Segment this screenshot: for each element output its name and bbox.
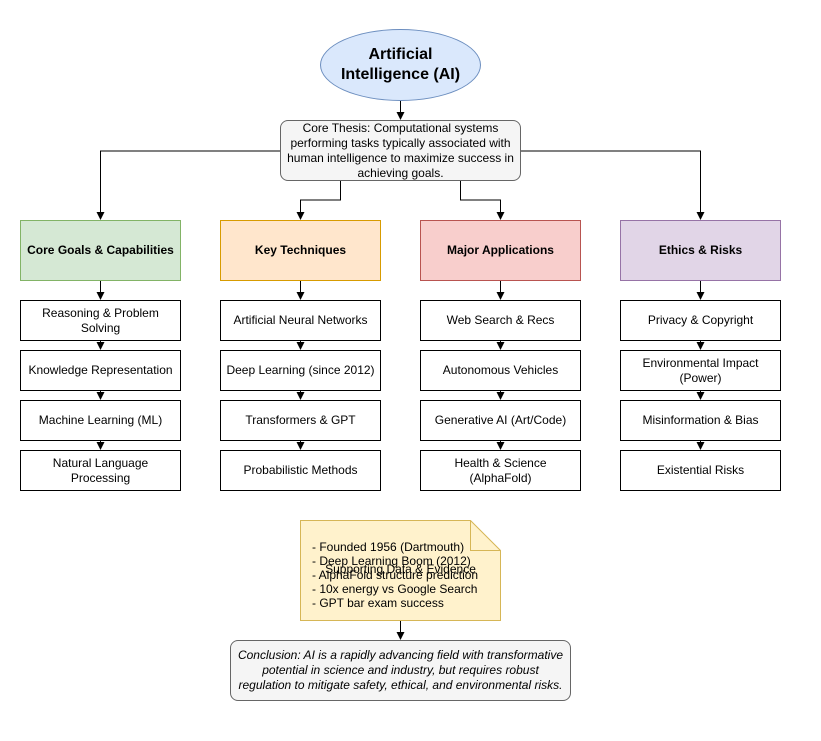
column-header-key-techniques: Key Techniques [220, 220, 381, 281]
applications-item-autonomous-vehicles: Autonomous Vehicles [420, 350, 581, 391]
evidence-line: - AlphaFold structure prediction [312, 568, 479, 582]
connector-thesis-goals [96, 150, 280, 220]
column-header-core-goals: Core Goals & Capabilities [20, 220, 181, 281]
goals-item-knowledge-representation: Knowledge Representation [20, 350, 181, 391]
evidence-line: - GPT bar exam success [312, 596, 444, 610]
ethics-item-misinformation: Misinformation & Bias [620, 400, 781, 441]
column-header-major-applications: Major Applications [420, 220, 581, 281]
root-node-ai: Artificial Intelligence (AI) [320, 29, 481, 101]
ethics-item-environmental-impact: Environmental Impact (Power) [620, 350, 781, 391]
column-header-ethics-risks: Ethics & Risks [620, 220, 781, 281]
goals-item-reasoning: Reasoning & Problem Solving [20, 300, 181, 341]
note-shape [300, 520, 501, 621]
evidence-note-title: Supporting Data & Evidence [325, 562, 476, 576]
techniques-item-transformers: Transformers & GPT [220, 400, 381, 441]
connector-thesis-techniques [296, 181, 341, 220]
techniques-item-probabilistic: Probabilistic Methods [220, 450, 381, 491]
ethics-item-privacy: Privacy & Copyright [620, 300, 781, 341]
techniques-item-deep-learning: Deep Learning (since 2012) [220, 350, 381, 391]
applications-item-generative-ai: Generative AI (Art/Code) [420, 400, 581, 441]
evidence-note-lines: - Founded 1956 (Dartmouth) - Deep Learni… [312, 540, 478, 610]
evidence-line: - Founded 1956 (Dartmouth) [312, 540, 465, 554]
connector-thesis-ethics [521, 150, 705, 220]
ethics-item-existential-risks: Existential Risks [620, 450, 781, 491]
applications-item-health-science: Health & Science (AlphaFold) [420, 450, 581, 491]
applications-item-web-search: Web Search & Recs [420, 300, 581, 341]
goals-item-nlp: Natural Language Processing [20, 450, 181, 491]
evidence-note: Supporting Data & Evidence - Founded 195… [300, 520, 501, 621]
connector-thesis-applications [460, 181, 505, 220]
evidence-line: - 10x energy vs Google Search [312, 582, 478, 596]
conclusion-node: Conclusion: AI is a rapidly advancing fi… [230, 640, 571, 701]
evidence-line: - Deep Learning Boom (2012) [312, 554, 471, 568]
goals-item-machine-learning: Machine Learning (ML) [20, 400, 181, 441]
techniques-item-neural-networks: Artificial Neural Networks [220, 300, 381, 341]
core-thesis-node: Core Thesis: Computational systems perfo… [280, 120, 521, 181]
